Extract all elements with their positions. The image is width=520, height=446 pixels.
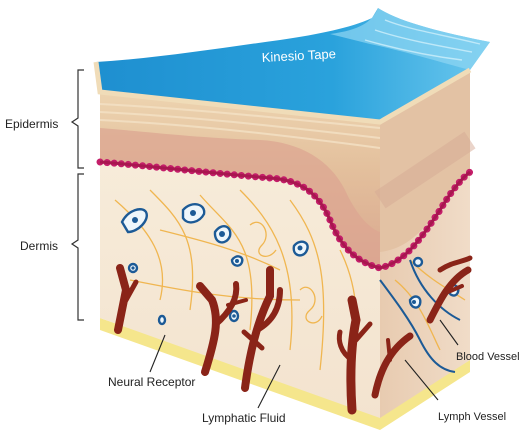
label-dermis: Dermis	[20, 239, 58, 253]
bracket-epidermis	[72, 70, 84, 168]
label-blood-vessel: Blood Vessel	[456, 351, 520, 363]
label-lymph-vessel: Lymph Vessel	[438, 411, 506, 423]
label-lymphatic-fluid: Lymphatic Fluid	[202, 411, 286, 425]
bracket-dermis	[72, 174, 84, 320]
label-epidermis: Epidermis	[5, 117, 58, 131]
label-neural-receptor: Neural Receptor	[108, 375, 195, 389]
